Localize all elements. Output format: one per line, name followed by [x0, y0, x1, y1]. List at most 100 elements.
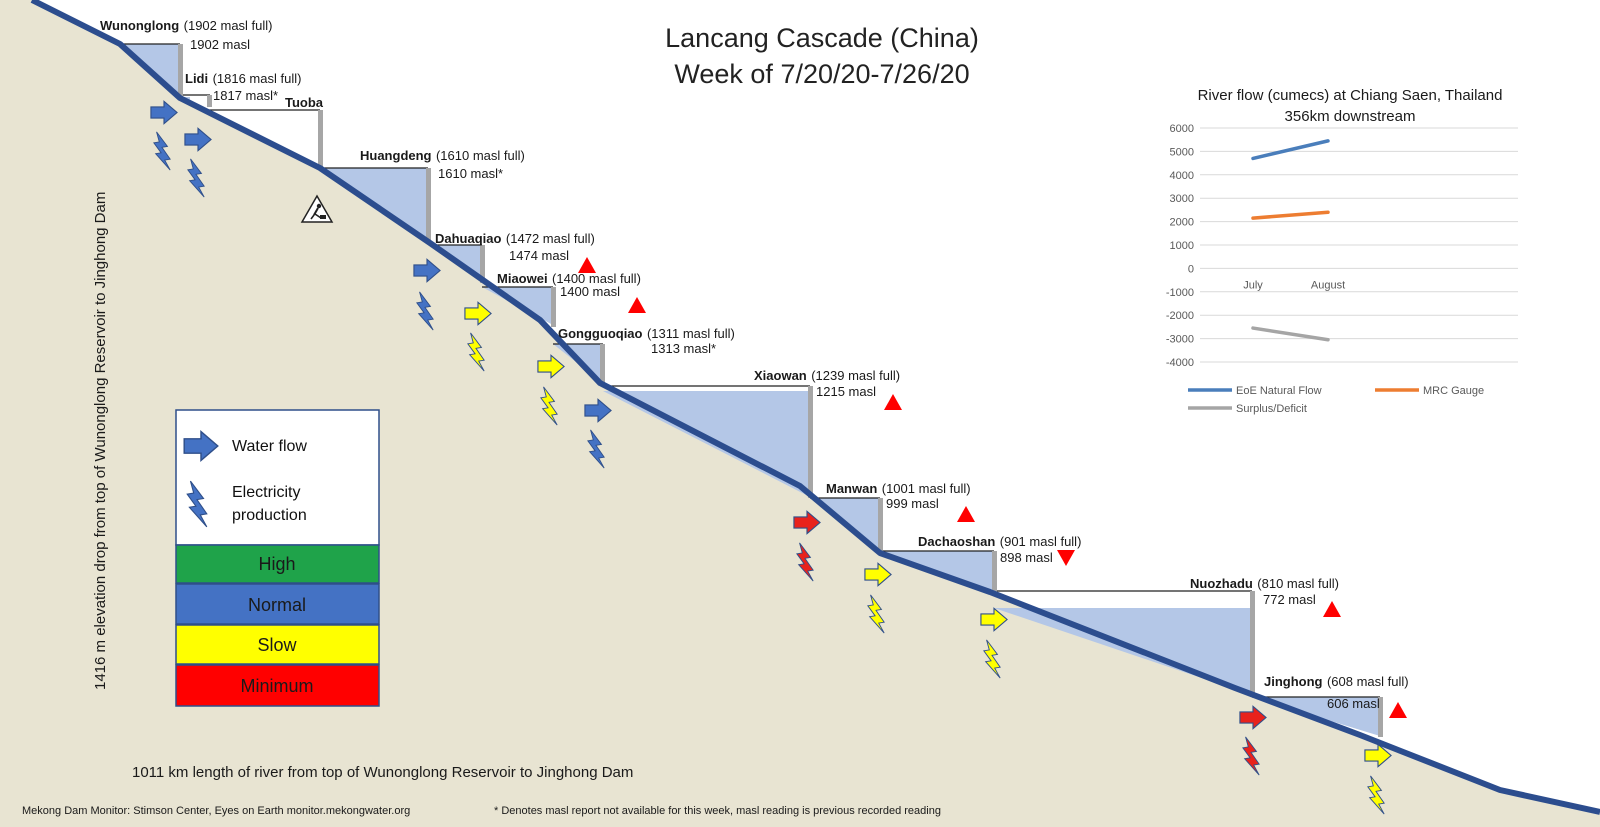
dam-label-dahuaqiao: Dahuaqiao (1472 masl full) — [435, 230, 595, 247]
chart-title-line2: 356km downstream — [1285, 108, 1416, 125]
dam-nuozhadu — [1250, 591, 1255, 697]
dam-level-gongguoqiao: 1313 masl* — [651, 341, 716, 356]
title-line1: Lancang Cascade (China) — [665, 23, 979, 53]
trend-up-icon — [1389, 702, 1407, 718]
y-tick-label: 6000 — [1170, 123, 1194, 135]
footnote-text: * Denotes masl report not available for … — [494, 805, 941, 817]
dam-huangdeng — [426, 168, 431, 244]
dam-level-xiaowan: 1215 masl — [816, 384, 876, 399]
dam-label-huangdeng: Huangdeng (1610 masl full) — [360, 147, 525, 164]
y-tick-label: 3000 — [1170, 193, 1194, 205]
y-tick-label: 1000 — [1170, 240, 1194, 252]
river-flow-chart: River flow (cumecs) at Chiang Saen, Thai… — [1160, 82, 1530, 422]
dam-level-huangdeng: 1610 masl* — [438, 166, 503, 181]
y-tick-label: 2000 — [1170, 217, 1194, 229]
chart-gridlines — [1200, 127, 1518, 363]
x-tick-label: July — [1243, 279, 1263, 291]
reservoir-nuozhadu — [994, 608, 1252, 695]
y-axis-label: 1416 m elevation drop from top of Wunong… — [92, 192, 109, 690]
key-electricity-label: Electricity — [232, 484, 300, 501]
dam-lidi — [207, 95, 212, 107]
dam-label-jinghong: Jinghong (608 masl full) — [1264, 673, 1409, 690]
dam-label-wunonglong: Wunonglong (1902 masl full) — [100, 17, 273, 34]
key-water-flow-label: Water flow — [232, 438, 307, 455]
construction-sign-icon — [300, 194, 334, 223]
dam-level-lidi: 1817 masl* — [213, 88, 278, 103]
chart-area — [1160, 82, 1530, 422]
dam-level-nuozhadu: 772 masl — [1263, 592, 1316, 607]
x-axis-label: 1011 km length of river from top of Wuno… — [132, 764, 633, 781]
series-line — [1251, 210, 1330, 220]
key-slow-swatch — [175, 624, 380, 665]
dam-dachaoshan — [992, 551, 997, 593]
dam-level-dachaoshan: 898 masl — [1000, 550, 1053, 565]
trend-down-icon — [1057, 550, 1075, 566]
chart-x-ticks: July August — [1243, 279, 1345, 291]
dam-level-manwan: 999 masl — [886, 496, 939, 511]
dam-crest-lines — [120, 43, 1380, 698]
credit-text: Mekong Dam Monitor: Stimson Center, Eyes… — [22, 805, 410, 817]
y-tick-label: -4000 — [1166, 357, 1194, 369]
key-slow-label: Slow — [257, 635, 297, 655]
dam-level-dahuaqiao: 1474 masl — [509, 248, 569, 263]
river-line — [30, 0, 1600, 815]
dam-level-wunonglong: 1902 masl — [190, 37, 250, 52]
dam-dahuaqiao — [480, 245, 485, 283]
trend-up-icon — [884, 394, 902, 410]
dam-label-tuoba: Tuoba — [285, 95, 324, 110]
key-minimum-swatch — [175, 664, 380, 707]
trend-markers — [578, 257, 1407, 718]
dam-walls — [178, 44, 1383, 737]
chart-series — [1251, 139, 1330, 342]
dam-label-manwan: Manwan (1001 masl full) — [826, 480, 971, 497]
series-line — [1251, 326, 1330, 342]
series-line — [1251, 139, 1330, 161]
dam-jinghong — [1378, 697, 1383, 737]
chart-y-ticks: 6000 5000 4000 3000 2000 1000 0 -1000 -2000 -3000… — [1166, 123, 1194, 369]
trend-up-icon — [1323, 601, 1341, 617]
dam-labels: Wunonglong (1902 masl full) 1902 masl Li… — [100, 17, 1409, 711]
chart-title-line1: River flow (cumecs) at Chiang Saen, Thai… — [1198, 87, 1503, 104]
dam-tuoba — [318, 110, 323, 168]
x-tick-label: August — [1311, 279, 1345, 291]
y-tick-label: -2000 — [1166, 310, 1194, 322]
dam-xiaowan — [808, 386, 813, 498]
status-key: Water flow Electricity production High N… — [175, 409, 380, 707]
dam-gongguoqiao — [600, 344, 605, 384]
y-tick-label: -3000 — [1166, 334, 1194, 346]
legend-label: MRC Gauge — [1423, 385, 1484, 397]
dam-label-gongguoqiao: Gongguoqiao (1311 masl full) — [558, 325, 735, 342]
dam-label-nuozhadu: Nuozhadu (810 masl full) — [1190, 575, 1339, 592]
trend-up-icon — [628, 297, 646, 313]
dam-level-miaowei: 1400 masl — [560, 284, 620, 299]
y-tick-label: 4000 — [1170, 170, 1194, 182]
dam-label-lidi: Lidi (1816 masl full) — [185, 70, 301, 87]
legend-label: EoE Natural Flow — [1236, 385, 1322, 397]
dam-level-jinghong: 606 masl — [1327, 696, 1380, 711]
dam-label-miaowei: Miaowei (1400 masl full) — [497, 270, 641, 287]
key-box — [175, 409, 380, 546]
dam-wunonglong — [178, 44, 183, 98]
key-minimum-label: Minimum — [240, 676, 313, 696]
dam-label-xiaowan: Xiaowan (1239 masl full) — [754, 367, 900, 384]
dam-manwan — [878, 498, 883, 554]
key-normal-swatch — [175, 583, 380, 625]
key-high-swatch — [175, 544, 380, 584]
trend-up-icon — [578, 257, 596, 273]
legend-label: Surplus/Deficit — [1236, 403, 1307, 415]
key-high-label: High — [258, 554, 295, 574]
y-tick-label: 5000 — [1170, 146, 1194, 158]
key-production-label: production — [232, 507, 307, 524]
trend-up-icon — [957, 506, 975, 522]
dam-miaowei — [551, 287, 556, 327]
y-tick-label: -1000 — [1166, 287, 1194, 299]
y-tick-label: 0 — [1188, 263, 1194, 275]
reservoir-xiaowan — [603, 391, 810, 497]
title-line2: Week of 7/20/20-7/26/20 — [674, 59, 969, 89]
key-normal-label: Normal — [248, 595, 306, 615]
dam-label-dachaoshan: Dachaoshan (901 masl full) — [918, 533, 1081, 550]
